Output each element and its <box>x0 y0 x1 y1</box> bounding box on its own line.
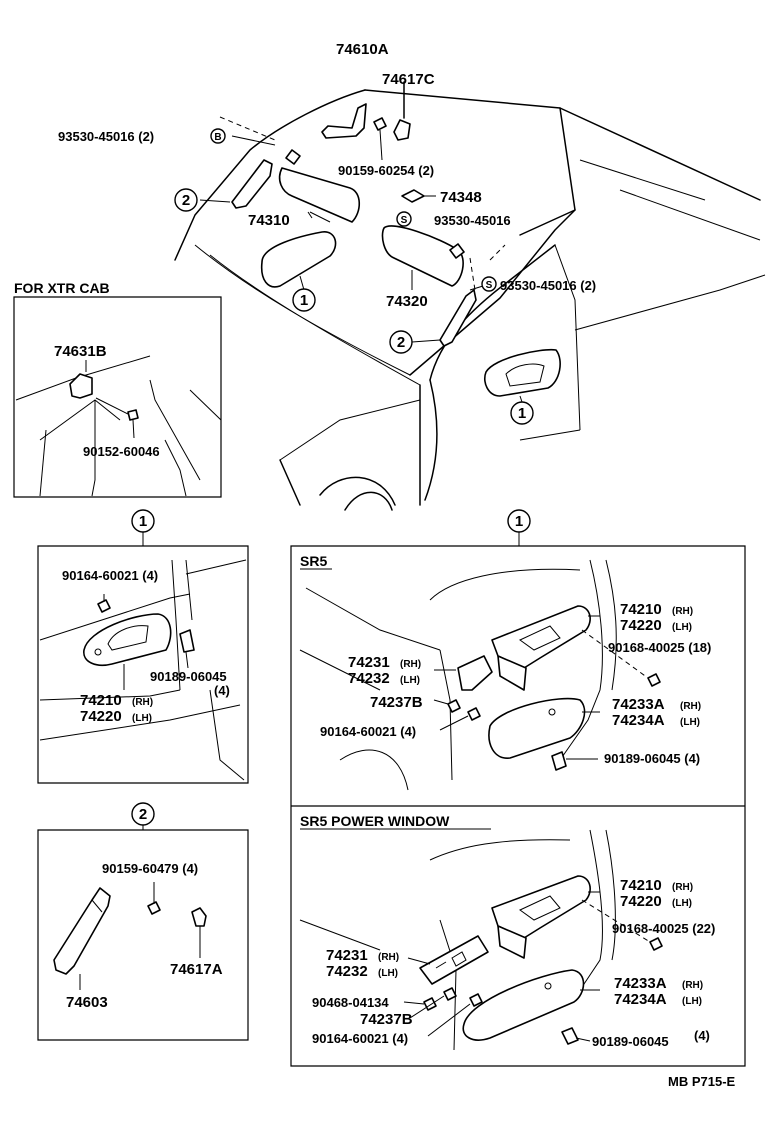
sr5-door-illustration <box>299 559 661 791</box>
label-90189-06045-left: 90189-06045 <box>150 669 227 684</box>
callout-s-mark-text: S <box>401 215 408 226</box>
label-90189-06045-spw: 90189-06045 <box>592 1034 669 1049</box>
callout-s-mark <box>396 211 412 227</box>
callout-2-top-left-text: 2 <box>182 192 190 209</box>
callout-1-top <box>292 288 316 312</box>
callout-1-door <box>510 401 534 425</box>
callout-1-door-text: 1 <box>518 405 526 422</box>
label-90164-60021-4-left: 90164-60021 (4) <box>62 568 158 583</box>
part-74348-clip <box>401 189 436 203</box>
label-93530-45016-2-right: 93530-45016 (2) <box>500 278 596 293</box>
label-74234A-sr5: 74234A <box>612 712 665 729</box>
part-1-door-handle <box>484 348 561 403</box>
label-74234A-spw: 74234A <box>614 991 667 1008</box>
sr5-power-window-door-illustration <box>299 829 663 1051</box>
label-74210-spw: 74210 <box>620 877 662 894</box>
callout-b-mark-text: B <box>214 132 221 143</box>
label-rh-spw-74231: (RH) <box>378 952 399 963</box>
label-74603: 74603 <box>66 994 108 1011</box>
footer-code: MB P715-E <box>668 1074 736 1089</box>
label-qty4-spw: (4) <box>694 1028 710 1043</box>
label-90164-60021-4-sr5: 90164-60021 (4) <box>320 724 416 739</box>
label-90152-60046: 90152-60046 <box>83 444 160 459</box>
label-74310: 74310 <box>248 212 290 229</box>
label-74220-spw: 74220 <box>620 893 662 910</box>
label-74232-spw: 74232 <box>326 963 368 980</box>
section-title-sr5-power-window: SR5 POWER WINDOW <box>300 813 450 829</box>
label-74348: 74348 <box>440 189 482 206</box>
callout-2-top-left <box>174 188 198 212</box>
part-74310-sunvisor <box>278 149 361 223</box>
left-box-1 <box>37 545 249 784</box>
label-74237B-spw: 74237B <box>360 1011 413 1028</box>
label-lh-spw-74234A: (LH) <box>682 996 702 1007</box>
xtr-cab-box <box>13 296 222 498</box>
label-rh-spw-74210: (RH) <box>672 882 693 893</box>
part-74617C-clip <box>393 81 411 141</box>
label-93530-45016-2: 93530-45016 (2) <box>58 129 154 144</box>
label-90159-60479-4: 90159-60479 (4) <box>102 861 198 876</box>
label-74220-left: 74220 <box>80 708 122 725</box>
callout-2-top-right <box>389 330 413 354</box>
label-rh-sr5-74210: (RH) <box>672 606 693 617</box>
callout-s-mark-right-text: S <box>486 280 493 291</box>
callout-1-top-text: 1 <box>300 292 308 309</box>
label-lh-sr5-74234A: (LH) <box>680 717 700 728</box>
label-74617C: 74617C <box>382 71 435 88</box>
callout-s-mark-right <box>481 276 497 292</box>
callout-1-right-box-text: 1 <box>515 513 523 530</box>
label-74610A: 74610A <box>336 41 389 58</box>
callout-1-left-box-text: 1 <box>139 513 147 530</box>
label-74237B-sr5: 74237B <box>370 694 423 711</box>
part-74610A-grip <box>321 103 367 139</box>
label-90168-40025-18: 90168-40025 (18) <box>608 640 711 655</box>
label-90189-06045-4-sr5: 90189-06045 (4) <box>604 751 700 766</box>
label-lh-spw-74232: (LH) <box>378 968 398 979</box>
label-90164-60021-4-spw: 90164-60021 (4) <box>312 1031 408 1046</box>
part-74320-sunvisor <box>381 225 465 290</box>
screw-90159-60254 <box>373 117 387 161</box>
label-rh-sr5-74231: (RH) <box>400 659 421 670</box>
dashed-leaders <box>219 116 506 291</box>
label-74631B: 74631B <box>54 343 107 360</box>
label-qty4-left: (4) <box>214 683 230 698</box>
label-74320: 74320 <box>386 293 428 310</box>
part-2-grip-left <box>199 159 273 209</box>
label-lh-left: (LH) <box>132 713 152 724</box>
label-74231-sr5: 74231 <box>348 654 390 671</box>
label-lh-sr5-74220: (LH) <box>672 622 692 633</box>
label-74233A-spw: 74233A <box>614 975 667 992</box>
left-box-2 <box>37 829 249 1041</box>
right-box-frame <box>290 545 746 1067</box>
label-74233A-sr5: 74233A <box>612 696 665 713</box>
label-93530-45016: 93530-45016 <box>434 213 511 228</box>
label-74220-sr5: 74220 <box>620 617 662 634</box>
callout-b-mark <box>210 128 226 144</box>
label-lh-spw-74220: (LH) <box>672 898 692 909</box>
part-2-grip-right <box>411 289 477 347</box>
label-74231-spw: 74231 <box>326 947 368 964</box>
label-74210-sr5: 74210 <box>620 601 662 618</box>
label-90159-60254-2: 90159-60254 (2) <box>338 163 434 178</box>
label-rh-left: (RH) <box>132 697 153 708</box>
label-lh-sr5-74232: (LH) <box>400 675 420 686</box>
label-rh-spw-74233A: (RH) <box>682 980 703 991</box>
part-1-assist-grip-roof <box>260 231 337 291</box>
label-74232-sr5: 74232 <box>348 670 390 687</box>
callout-2-left-box-text: 2 <box>139 806 147 823</box>
section-title-sr5: SR5 <box>300 553 327 569</box>
label-rh-sr5-74233A: (RH) <box>680 701 701 712</box>
section-title-xtr-cab: FOR XTR CAB <box>14 280 110 296</box>
label-90468-04134: 90468-04134 <box>312 995 389 1010</box>
label-74617A: 74617A <box>170 961 223 978</box>
callout-2-top-right-text: 2 <box>397 334 405 351</box>
label-90168-40025-22: 90168-40025 (22) <box>612 921 715 936</box>
label-74210-left: 74210 <box>80 692 122 709</box>
